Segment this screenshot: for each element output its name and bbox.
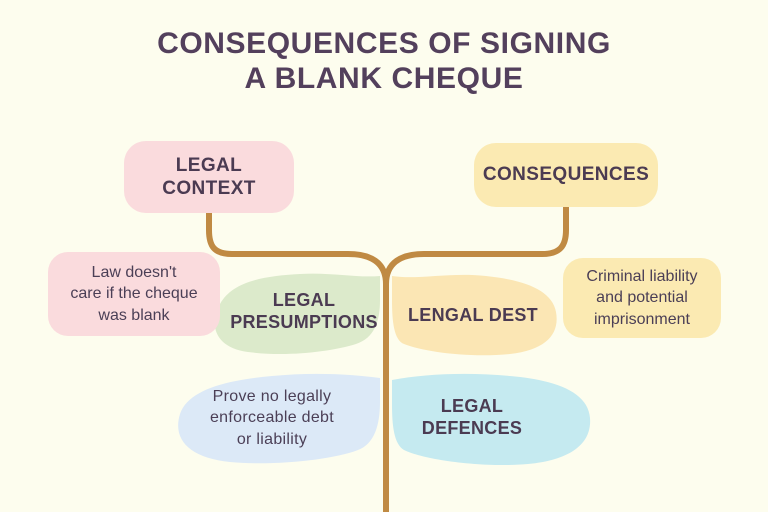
leaf-shape-lengal-dest [392, 274, 557, 356]
leaf-shape-prove-no-debt [178, 373, 380, 464]
node-prove-no-debt-label: Prove no legally enforceable debt or lia… [209, 387, 334, 448]
node-legal-context[interactable]: LEGAL CONTEXT [124, 141, 294, 213]
node-criminal-liability-label: Criminal liability and potential impriso… [586, 268, 698, 328]
title-line-2: A BLANK CHEQUE [244, 62, 524, 96]
page-title: CONSEQUENCES OF SIGNING A BLANK CHEQUE [0, 26, 768, 97]
branch-right [383, 204, 569, 287]
node-prove-no-debt[interactable]: Prove no legally enforceable debt or lia… [186, 382, 358, 454]
node-criminal-liability[interactable]: Criminal liability and potential impriso… [563, 258, 721, 338]
node-legal-defences-label: LEGAL DEFENCES [421, 396, 523, 438]
node-lengal-dest-label: LENGAL DEST [408, 305, 538, 326]
node-legal-presumptions[interactable]: LEGAL PRESUMPTIONS [228, 282, 380, 342]
branch-left [206, 210, 389, 287]
leaf-shape-legal-presumptions [214, 273, 380, 355]
leaf-shape-legal-defences [392, 373, 591, 466]
node-consequences-label: CONSEQUENCES [482, 164, 650, 186]
node-legal-presumptions-label: LEGAL PRESUMPTIONS [230, 290, 378, 332]
node-legal-context-label: LEGAL CONTEXT [162, 154, 256, 199]
node-legal-defences[interactable]: LEGAL DEFENCES [400, 388, 544, 448]
node-law-doesnt-care[interactable]: Law doesn't care if the cheque was blank [48, 252, 220, 336]
node-law-doesnt-care-label: Law doesn't care if the cheque was blank [70, 264, 198, 324]
node-consequences[interactable]: CONSEQUENCES [474, 143, 658, 207]
node-lengal-dest[interactable]: LENGAL DEST [398, 296, 548, 336]
title-line-1: CONSEQUENCES OF SIGNING [157, 27, 611, 60]
